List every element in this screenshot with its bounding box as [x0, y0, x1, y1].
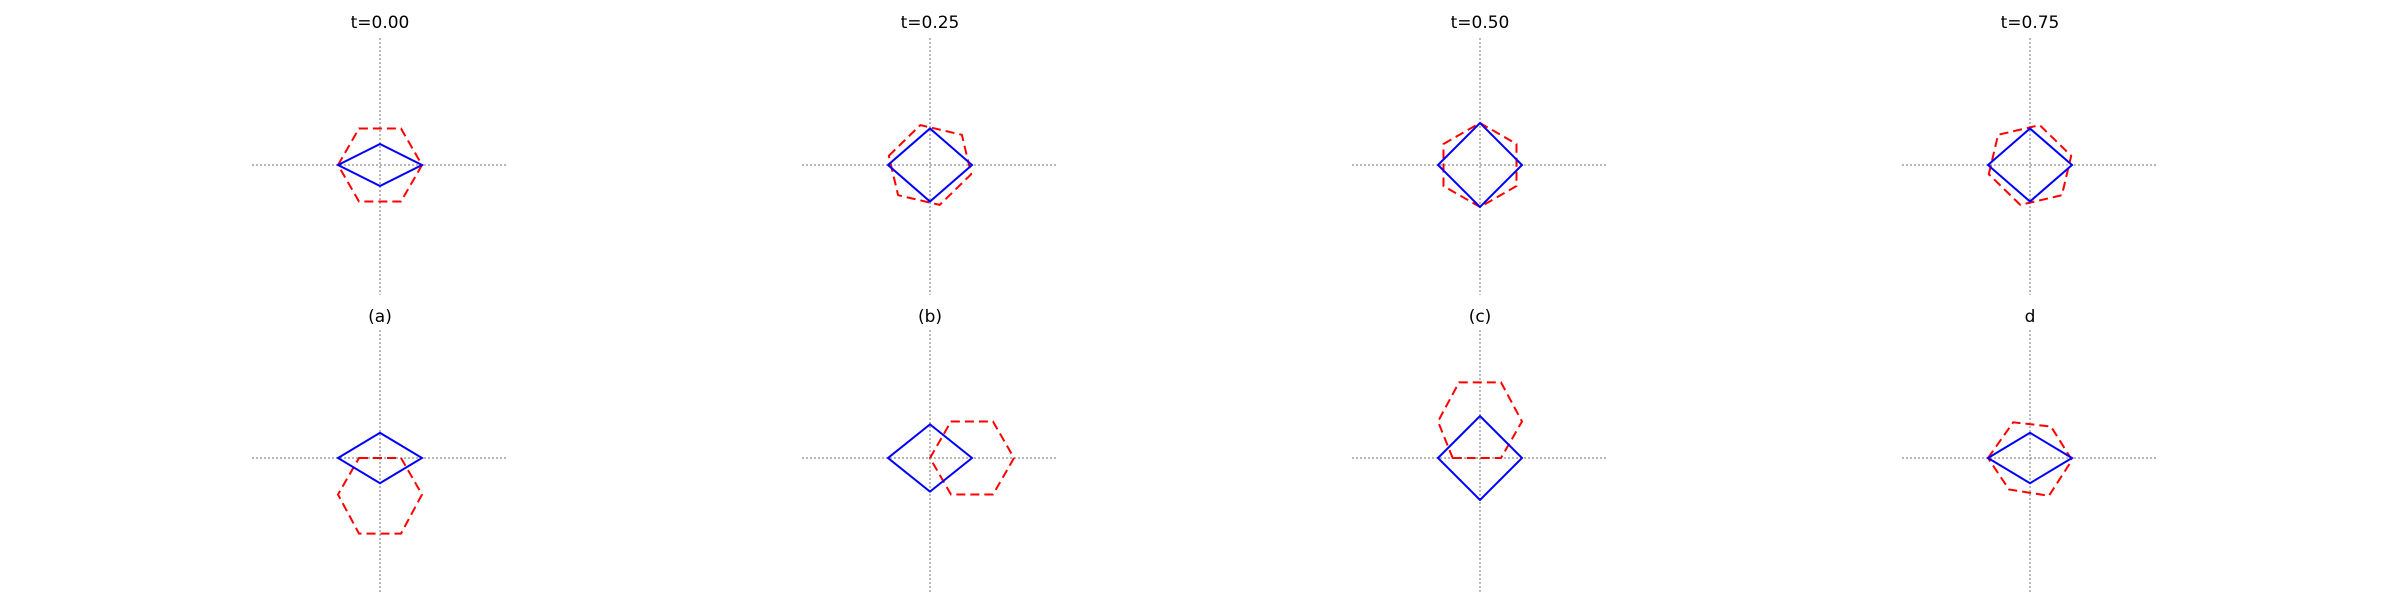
dashed-hexagon — [336, 457, 424, 535]
panel-title: t=0.50 — [1451, 13, 1510, 33]
dashed-hexagon — [1986, 421, 2074, 497]
panel-t050: t=0.50 — [1352, 13, 1608, 295]
panel-title: (c) — [1469, 307, 1492, 327]
panel-t025: t=0.25 — [802, 13, 1058, 295]
panel-title: t=0.25 — [901, 13, 960, 33]
panel-title: t=0.00 — [351, 13, 410, 33]
dashed-hexagon — [1987, 124, 2073, 206]
panel-t000: t=0.00 — [252, 13, 508, 295]
solid-diamond — [1436, 414, 1524, 502]
panel-b: (b) — [802, 307, 1058, 592]
panel-title: (b) — [918, 307, 942, 327]
panel-title: (a) — [368, 307, 392, 327]
panel-a: (a) — [252, 307, 508, 592]
solid-diamond — [886, 423, 974, 493]
solid-diamond — [1986, 431, 2074, 485]
dashed-hexagon — [887, 124, 973, 206]
panel-c: (c) — [1352, 307, 1608, 592]
dashed-hexagon — [928, 420, 1016, 496]
panel-t075: t=0.75 — [1902, 13, 2158, 295]
panel-title: d — [2025, 307, 2036, 327]
solid-diamond — [886, 127, 974, 203]
solid-diamond — [336, 431, 424, 485]
panel-d: d — [1902, 307, 2158, 592]
solid-diamond — [1986, 127, 2074, 203]
dashed-hexagon — [1436, 381, 1524, 459]
solid-diamond — [1436, 121, 1524, 209]
solid-diamond — [335, 142, 425, 188]
panel-title: t=0.75 — [2001, 13, 2060, 33]
